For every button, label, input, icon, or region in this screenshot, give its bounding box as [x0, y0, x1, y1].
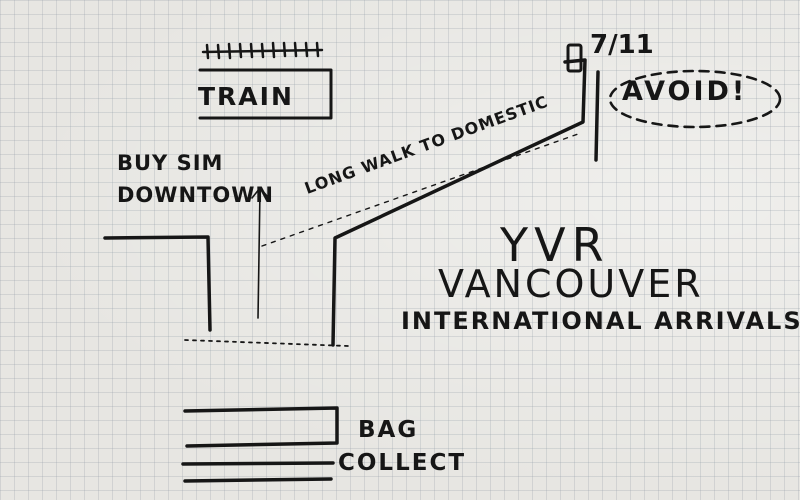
- train-station-outline: [198, 68, 333, 120]
- avoid-label: AVOID!: [622, 76, 748, 107]
- avoid-ellipse: [608, 69, 782, 129]
- airport-code: YVR: [500, 218, 610, 272]
- arrivals-floor-dotted: [184, 339, 349, 347]
- bag-label: BAG: [358, 417, 419, 443]
- store-label: 7/11: [590, 30, 654, 60]
- corridor-wall-inner: [594, 70, 600, 162]
- store-box: [566, 43, 583, 73]
- train-track: [201, 41, 324, 60]
- city-name: VANCOUVER: [438, 262, 704, 306]
- buy-sim-arrow: [251, 187, 269, 319]
- collect-label: COLLECT: [338, 450, 467, 476]
- buy-sim-line1: BUY SIM: [117, 151, 224, 175]
- area-name: INTERNATIONAL ARRIVALS: [401, 307, 800, 335]
- arrivals-wall-left: [103, 235, 212, 332]
- walk-route-dashed: [261, 133, 579, 247]
- baggage-claim-belts: [181, 406, 339, 483]
- train-label: TRAIN: [198, 82, 294, 111]
- buy-sim-note: BUY SIM DOWNTOWN: [117, 147, 274, 211]
- buy-sim-line2: DOWNTOWN: [117, 183, 274, 207]
- corridor-wall-outer: [331, 58, 587, 347]
